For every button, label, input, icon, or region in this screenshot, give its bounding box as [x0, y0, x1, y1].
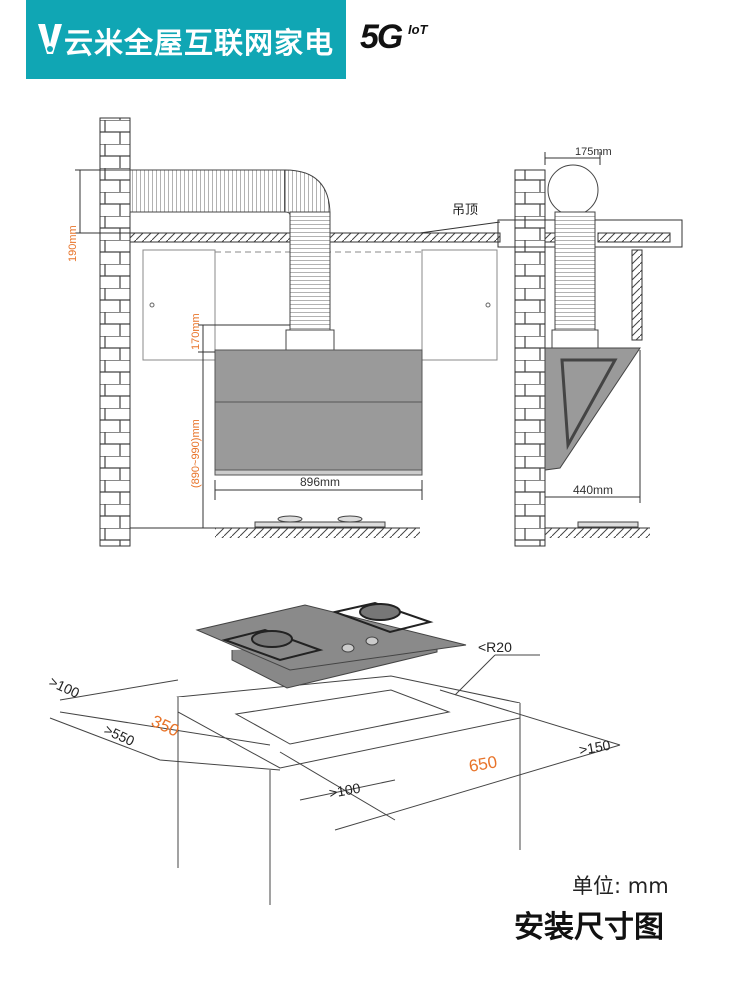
base-cabinet	[177, 712, 521, 905]
viomi-logo-icon	[38, 24, 62, 54]
stove-icon	[254, 515, 386, 528]
dim-back: >100	[47, 673, 83, 701]
brick-wall	[99, 117, 131, 547]
dim-right: >150	[578, 737, 612, 758]
dim-duct: 175mm	[575, 146, 612, 158]
badge-iot: IoT	[408, 22, 428, 37]
dim-width: 896mm	[300, 475, 340, 489]
cooktop-view	[49, 601, 621, 905]
dim-front: >100	[328, 780, 362, 801]
unit-label: 单位: mm	[572, 874, 669, 898]
brick-wall-side	[514, 169, 546, 547]
dim-hood-height: (890~990)mm	[190, 419, 202, 488]
diagram-title: 安装尺寸图	[514, 910, 664, 945]
side-view: 175mm 440mm	[497, 146, 683, 547]
dim-depth: 440mm	[573, 483, 613, 497]
hood-side	[544, 347, 641, 471]
burner-left	[251, 630, 293, 648]
wall-cabinet-right	[421, 249, 498, 361]
cutout	[234, 689, 451, 745]
exhaust-duct	[129, 169, 286, 213]
ceiling-label: 吊顶	[452, 202, 478, 217]
knob-icon	[341, 643, 355, 653]
dim-cut-width: 650	[467, 752, 498, 776]
front-view: 190mm 170mm (890~990)mm 896mm 吊顶	[67, 117, 501, 547]
range-hood	[214, 349, 423, 403]
dim-cut-depth: 350	[148, 711, 182, 740]
dim-radius: <R20	[478, 639, 512, 655]
dim-duct-height: 190mm	[67, 225, 79, 262]
ceiling	[129, 232, 291, 243]
dim-gap: 170mm	[190, 313, 202, 350]
burner-right	[359, 603, 401, 621]
brand-name: 云米全屋互联网家电	[64, 26, 335, 60]
brand-banner	[26, 0, 346, 79]
knob-icon	[365, 636, 379, 646]
badge-5g: 5G	[360, 18, 403, 56]
